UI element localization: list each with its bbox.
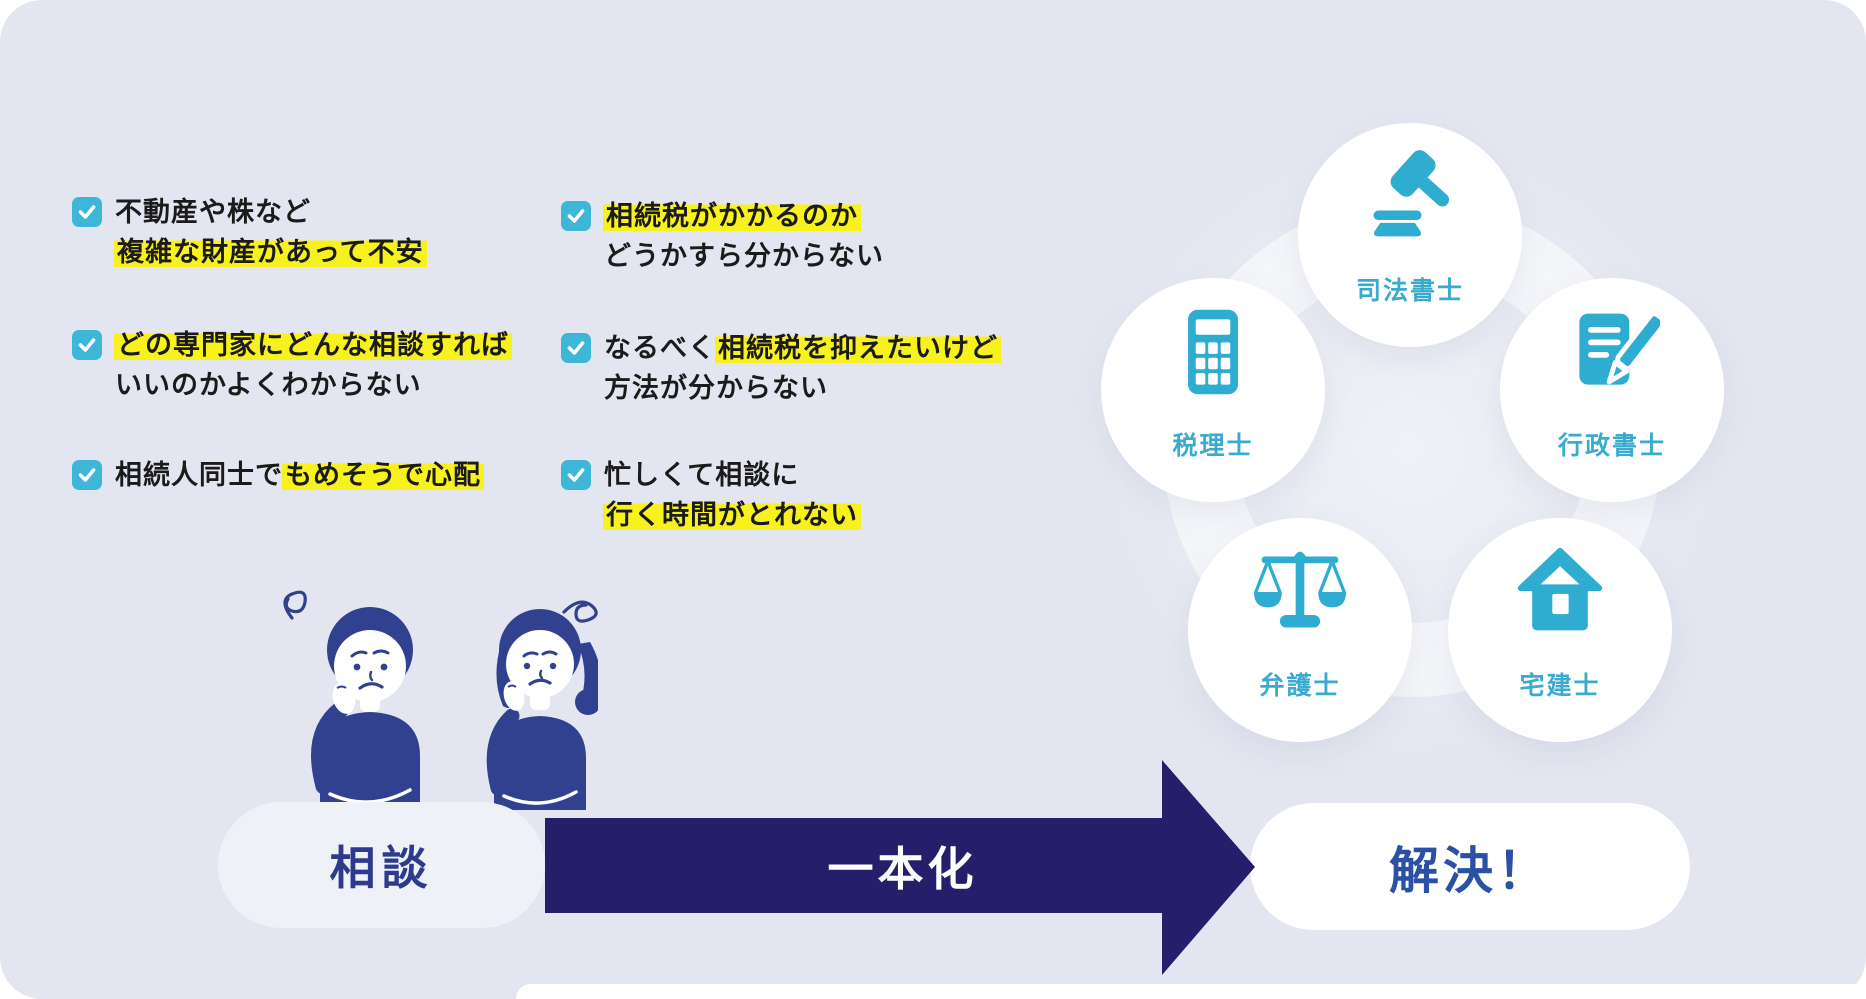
concern-highlight-segment: どの専門家にどんな相談すれば — [114, 330, 512, 360]
consolidation-label: 一本化 — [827, 842, 978, 895]
professional-label: 行政書士 — [1557, 432, 1666, 460]
concern-highlight-segment: 複雑な財産があって不安 — [114, 237, 427, 267]
concern-text: 相続人同士でもめそうで心配 — [115, 455, 484, 495]
concern-text: どの専門家にどんな相談すれば いいのかよくわからない — [114, 325, 512, 405]
worried-woman-figure — [486, 609, 598, 810]
professional-label: 司法書士 — [1355, 277, 1464, 305]
checkbox-icon — [72, 197, 102, 227]
checkbox-icon — [72, 460, 102, 490]
checklist-item: 相続税がかかるのか どうかすら分からない — [561, 196, 884, 276]
flow-arrow — [545, 760, 1255, 975]
concern-text: 不動産や株など 複雑な財産があって不安 — [114, 192, 427, 272]
concern-highlight-segment: 相続税がかかるのか — [603, 201, 861, 231]
professional-label: 税理士 — [1172, 432, 1254, 460]
professional-circle-lawyer: 弁護士 — [1188, 518, 1412, 742]
concern-text: なるべく相続税を抑えたいけど 方法が分からない — [604, 328, 1001, 408]
scales-icon — [1253, 551, 1347, 628]
gavel-icon — [1373, 150, 1450, 237]
checklist-item: どの専門家にどんな相談すれば いいのかよくわからない — [72, 325, 512, 405]
checkbox-icon — [561, 460, 591, 490]
result-label: 解決！ — [1389, 842, 1551, 899]
checkbox-icon — [72, 330, 102, 360]
worried-couple-illustration — [283, 590, 598, 810]
concern-text: 相続税がかかるのか どうかすら分からない — [603, 196, 884, 276]
checklist-item: 忙しくて相談に 行く時間がとれない — [561, 455, 861, 535]
checklist-item: 相続人同士でもめそうで心配 — [72, 455, 484, 495]
checklist-item: 不動産や株など 複雑な財産があって不安 — [72, 192, 427, 272]
concern-text: 忙しくて相談に 行く時間がとれない — [603, 455, 861, 535]
concern-highlight-segment: 相続税を抑えたいけど — [715, 333, 1001, 363]
calculator-icon — [1188, 309, 1238, 395]
document-pencil-icon — [1579, 311, 1660, 385]
concern-text-segment: 相続人同士で — [115, 460, 283, 490]
professional-label: 宅建士 — [1519, 672, 1601, 700]
bottom-sheet — [516, 984, 1866, 999]
concern-highlight-segment: 行く時間がとれない — [603, 500, 861, 530]
concern-text-segment: 方法が分からない — [604, 373, 828, 403]
professional-circle-tax-accountant: 税理士 — [1101, 278, 1325, 502]
checkbox-icon — [561, 201, 591, 231]
professional-label: 弁護士 — [1259, 672, 1341, 700]
concern-text-segment: 忙しくて相談に — [604, 460, 800, 490]
consultation-label: 相談 — [329, 842, 434, 894]
house-icon — [1517, 547, 1603, 631]
checklist-item: なるべく相続税を抑えたいけど 方法が分からない — [561, 328, 1001, 408]
dizzy-swirl-icon — [283, 590, 307, 620]
concern-text-segment: どうかすら分からない — [604, 241, 884, 271]
concern-text-segment: いいのかよくわからない — [115, 370, 422, 400]
professional-circle-judicial-scrivener: 司法書士 — [1298, 123, 1522, 347]
professional-circle-real-estate-agent: 宅建士 — [1448, 518, 1672, 742]
concern-text-segment: なるべく — [604, 333, 716, 363]
worried-man-figure — [311, 607, 420, 810]
concern-highlight-segment: もめそうで心配 — [282, 460, 484, 490]
consultation-pill: 相談 — [218, 802, 545, 928]
checkbox-icon — [561, 333, 591, 363]
professional-circle-administrative-scrivener: 行政書士 — [1500, 278, 1724, 502]
dizzy-swirl-icon — [562, 600, 598, 623]
concern-text-segment: 不動産や株など — [115, 197, 311, 227]
result-pill: 解決！ — [1250, 803, 1690, 930]
